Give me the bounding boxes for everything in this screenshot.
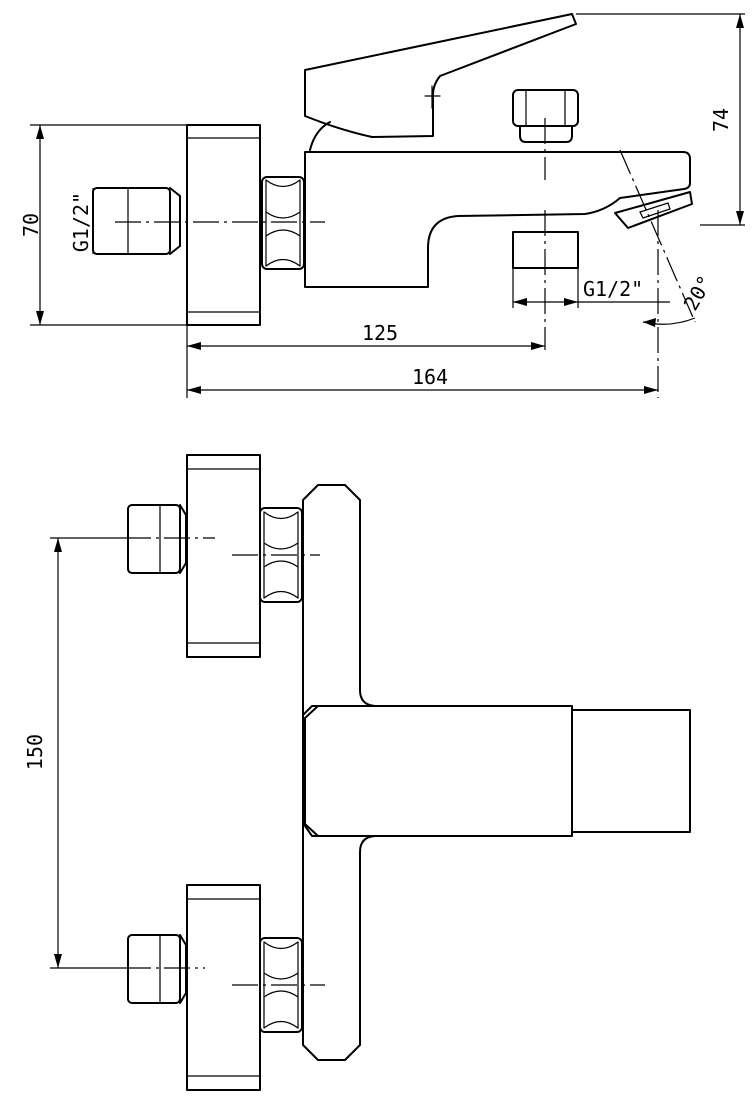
dim-inlet-to-outlet: 125 [362, 321, 398, 345]
side-view [92, 13, 696, 398]
dim-height-total: 74 [709, 108, 733, 132]
side-lever-handle [304, 13, 577, 151]
side-hex-nut [261, 176, 305, 270]
side-escutcheon [186, 124, 261, 326]
side-inlet-connector [92, 187, 181, 255]
top-escutcheon-upper [186, 454, 261, 658]
side-mixer-body [304, 151, 691, 288]
thread-outlet: G1/2" [583, 277, 643, 301]
top-escutcheon-lower [186, 884, 261, 1091]
top-spout [304, 705, 691, 837]
dim-angle: 20° [679, 271, 718, 314]
side-aerator [614, 191, 693, 229]
dim-overall-length: 164 [412, 365, 448, 389]
top-inlet-connector-upper [127, 504, 187, 574]
top-dimensions: 150 [23, 537, 125, 969]
thread-inlet: G1/2" [69, 192, 93, 252]
dim-inlet-spacing: 150 [23, 734, 47, 770]
dim-height-body: 70 [19, 213, 43, 237]
top-inlet-connector-lower [127, 934, 187, 1004]
top-mixer-body [302, 484, 376, 1061]
top-view [125, 454, 691, 1091]
